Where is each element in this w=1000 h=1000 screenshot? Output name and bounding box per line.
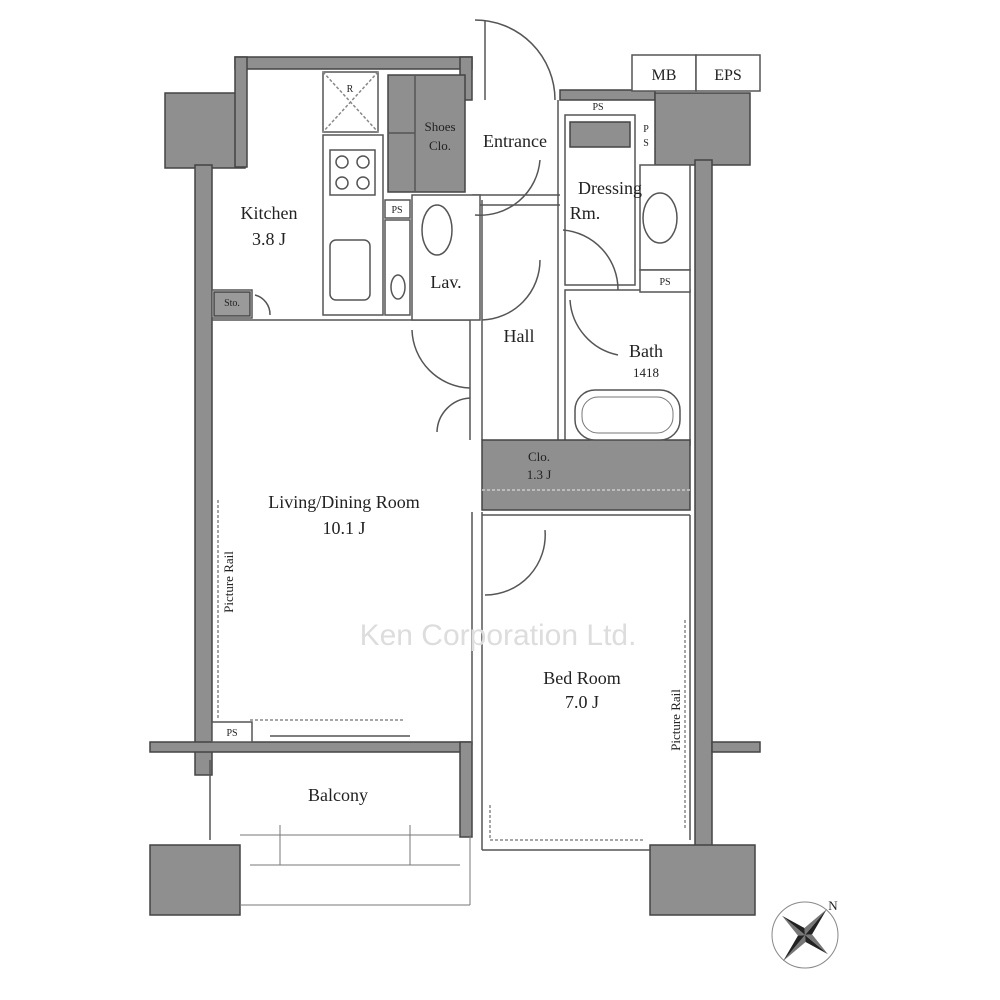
picture-rail-right: Picture Rail	[668, 689, 683, 751]
washbasin-icon	[642, 192, 678, 244]
shoes-closet-line1: Shoes	[424, 119, 455, 134]
bedroom-name: Bed Room	[543, 668, 621, 688]
eps-box	[695, 54, 761, 92]
ps-label: PS	[592, 102, 603, 113]
ps-label: PS	[659, 277, 670, 288]
stove-icon	[329, 149, 376, 196]
fridge-label: R	[347, 84, 354, 95]
sink-icon	[329, 239, 371, 301]
closet-name: Clo.	[528, 449, 550, 464]
living-name: Living/Dining Room	[268, 492, 420, 512]
kitchen-name: Kitchen	[241, 203, 298, 223]
dressing-line1: Dressing	[578, 178, 642, 198]
balcony-label: Balcony	[308, 785, 368, 805]
ps-vertical-s: S	[643, 138, 649, 149]
living-size: 10.1 J	[322, 518, 365, 538]
hall-label: Hall	[504, 326, 535, 346]
bathtub-icon	[574, 389, 681, 441]
compass-icon: N	[771, 898, 839, 969]
mb-box	[631, 54, 697, 92]
ps-label: PS	[391, 205, 402, 216]
kitchen-fixtures: R	[322, 71, 466, 316]
mb-label: MB	[652, 67, 677, 84]
closet-size: 1.3 J	[527, 467, 552, 482]
watermark: Ken Corporation Ltd.	[360, 619, 637, 652]
lav-label: Lav.	[430, 272, 461, 292]
dressing-line2: Rm.	[570, 203, 601, 223]
shoes-closet-line2: Clo.	[429, 138, 451, 153]
ps-vertical-p: P	[643, 124, 649, 135]
toilet-icon	[421, 204, 453, 256]
eps-label: EPS	[714, 67, 742, 84]
ps-label: PS	[226, 728, 237, 739]
bath-size: 1418	[633, 365, 659, 380]
doors	[254, 19, 619, 596]
bath-name: Bath	[629, 341, 663, 361]
bedroom-size: 7.0 J	[565, 692, 599, 712]
kitchen-size: 3.8 J	[252, 229, 286, 249]
storage-label: Sto.	[224, 298, 240, 309]
compass-north: N	[828, 898, 838, 913]
entrance-label: Entrance	[483, 131, 547, 151]
picture-rail-left: Picture Rail	[221, 551, 236, 613]
exterior-walls	[149, 56, 761, 916]
